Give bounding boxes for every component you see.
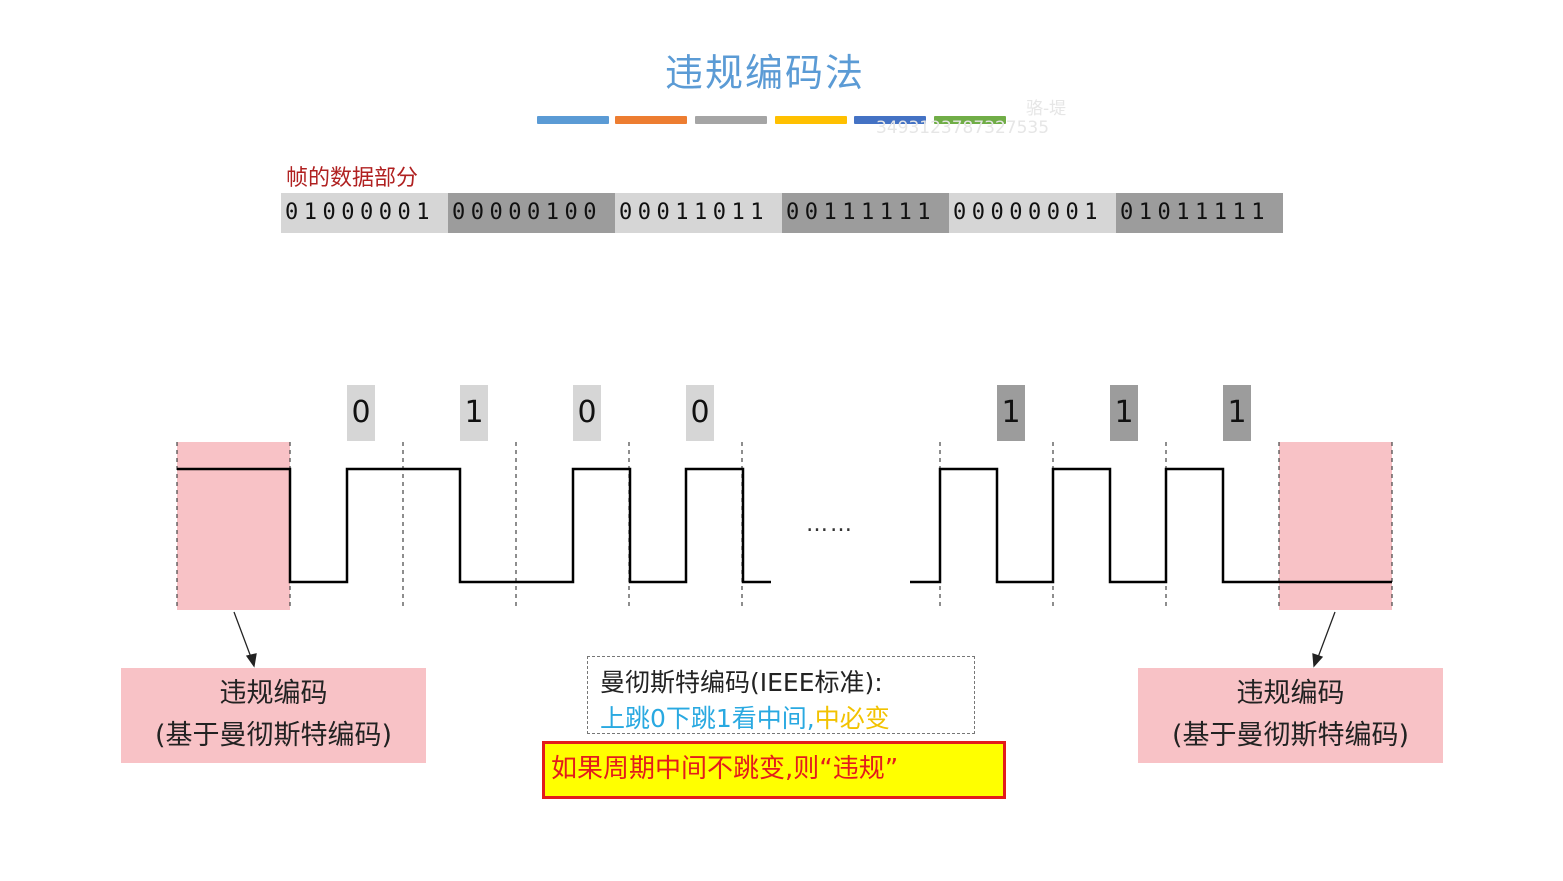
- violation-region-right: [1279, 442, 1392, 610]
- page-title: 违规编码法: [664, 51, 865, 95]
- color-bar-1: [537, 116, 609, 124]
- color-bar-4: [775, 116, 847, 124]
- note-rule-middle: 中必变: [814, 704, 890, 733]
- violation-box-right: 违规编码 (基于曼彻斯特编码): [1138, 668, 1443, 763]
- frame-data-label: 帧的数据部分: [286, 166, 419, 191]
- violation-box-subtitle: (基于曼彻斯特编码): [154, 720, 393, 751]
- watermark-name: 骆-堤: [1026, 99, 1067, 119]
- byte-cell: 01000001: [281, 193, 448, 233]
- note-rule-transitions: 上跳0下跳1看中间,: [600, 704, 815, 733]
- byte-cell: 00000001: [949, 193, 1116, 233]
- bit-label: 0: [347, 385, 375, 441]
- manchester-note: 曼彻斯特编码(IEEE标准): 上跳0下跳1看中间,中必变: [587, 656, 975, 734]
- arrowhead-left: [245, 653, 257, 668]
- violation-box-subtitle: (基于曼彻斯特编码): [1171, 720, 1410, 751]
- arrow-right: [1316, 611, 1336, 661]
- bit-label: 1: [997, 385, 1025, 441]
- color-bar-6: [934, 116, 1006, 124]
- byte-cell: 00000100: [448, 193, 615, 233]
- violation-warning: 如果周期中间不跳变,则“违规”: [542, 741, 1006, 799]
- note-heading: 曼彻斯特编码(IEEE标准):: [600, 668, 883, 697]
- byte-cell: 00111111: [782, 193, 949, 233]
- bit-label: 1: [460, 385, 488, 441]
- bit-label: 0: [686, 385, 714, 441]
- bit-label: 1: [1223, 385, 1251, 441]
- color-bar-3: [695, 116, 767, 124]
- frame-bits-row: 01000001 00000100 00011011 00111111 0000…: [281, 193, 1283, 233]
- waveform-left-segment: [177, 467, 771, 584]
- byte-cell: 01011111: [1116, 193, 1283, 233]
- waveform-ellipsis: ……: [806, 512, 854, 537]
- byte-cell: 00011011: [615, 193, 782, 233]
- watermark-id: 3493123787327535: [876, 118, 1050, 138]
- bit-label: 0: [573, 385, 601, 441]
- arrow-left: [233, 611, 253, 661]
- arrowhead-right: [1312, 653, 1324, 668]
- waveform-right-segment: [910, 467, 1392, 584]
- violation-box-title: 违规编码: [1236, 678, 1345, 709]
- note-rule: 上跳0下跳1看中间,中必变: [600, 699, 890, 735]
- violation-region-left: [177, 442, 290, 610]
- bit-label: 1: [1110, 385, 1138, 441]
- color-bar-5: [854, 116, 926, 124]
- violation-box-title: 违规编码: [219, 678, 328, 709]
- color-bar-2: [615, 116, 687, 124]
- violation-box-left: 违规编码 (基于曼彻斯特编码): [121, 668, 426, 763]
